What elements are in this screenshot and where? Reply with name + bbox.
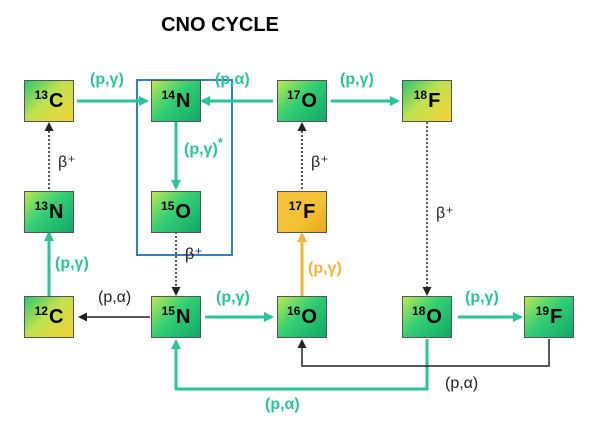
- label-o15-n15: β⁺: [185, 246, 203, 263]
- label-f18-o18: β⁺: [436, 205, 454, 222]
- label-c13-n14: (p,γ): [90, 71, 124, 88]
- label-f17-o17: β⁺: [311, 154, 329, 171]
- label-o18-n15: (p,α): [265, 396, 300, 413]
- label-f19-o16: (p,α): [445, 375, 479, 392]
- diagram-title: CNO CYCLE: [161, 14, 279, 36]
- label-o16-f17: (p,γ): [308, 260, 342, 277]
- arrow-o18-n15: [171, 339, 429, 391]
- arrow-f19-o16: [297, 339, 550, 367]
- label-o18-f19: (p,γ): [465, 289, 499, 306]
- label-n13-c13: β⁺: [58, 154, 76, 171]
- label-o17-n14: (p,α): [215, 71, 250, 88]
- label-c12-n13: (p,γ): [55, 255, 89, 272]
- label-n15-o16: (p,γ): [216, 289, 250, 306]
- label-o17-f18: (p,γ): [340, 71, 374, 88]
- label-n14-o15: (p,γ)*: [184, 135, 223, 158]
- label-n15-c12: (p,α): [98, 289, 132, 306]
